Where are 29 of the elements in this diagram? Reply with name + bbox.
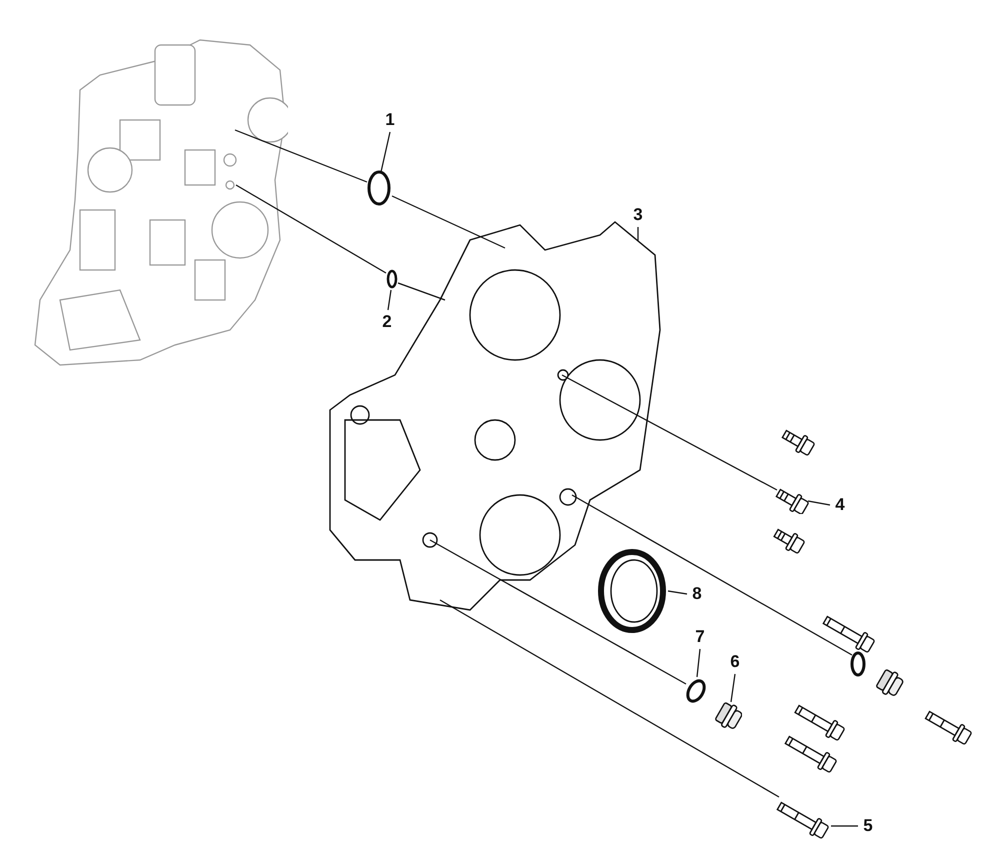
leader-line bbox=[696, 648, 701, 678]
leader-line bbox=[637, 227, 639, 241]
callout-number: 7 bbox=[690, 625, 710, 649]
leader-line bbox=[440, 599, 780, 798]
leader-line bbox=[430, 539, 686, 685]
leader-line bbox=[572, 494, 852, 656]
o-ring-drawing bbox=[384, 268, 400, 290]
callout-number: 5 bbox=[858, 814, 878, 838]
leader-line bbox=[398, 282, 446, 301]
leader-line bbox=[236, 184, 386, 274]
leader-line bbox=[668, 590, 688, 595]
callout-number: 3 bbox=[628, 203, 648, 227]
engine-block-drawing bbox=[33, 38, 288, 368]
callout-number: 2 bbox=[377, 310, 397, 334]
o-ring-drawing bbox=[848, 650, 868, 678]
bolt-drawing bbox=[774, 486, 810, 514]
plug-drawing bbox=[712, 700, 742, 730]
callout-number: 6 bbox=[725, 650, 745, 674]
leader-line bbox=[234, 129, 368, 183]
leader-line bbox=[808, 500, 830, 506]
leader-line bbox=[392, 195, 506, 249]
callout-number: 1 bbox=[380, 108, 400, 132]
leader-line bbox=[730, 674, 736, 702]
leader-line bbox=[831, 825, 858, 827]
leader-line bbox=[387, 290, 392, 310]
leader-line bbox=[380, 132, 391, 172]
callout-number: 4 bbox=[830, 493, 850, 517]
callout-number: 8 bbox=[687, 582, 707, 606]
leader-line bbox=[562, 374, 778, 491]
